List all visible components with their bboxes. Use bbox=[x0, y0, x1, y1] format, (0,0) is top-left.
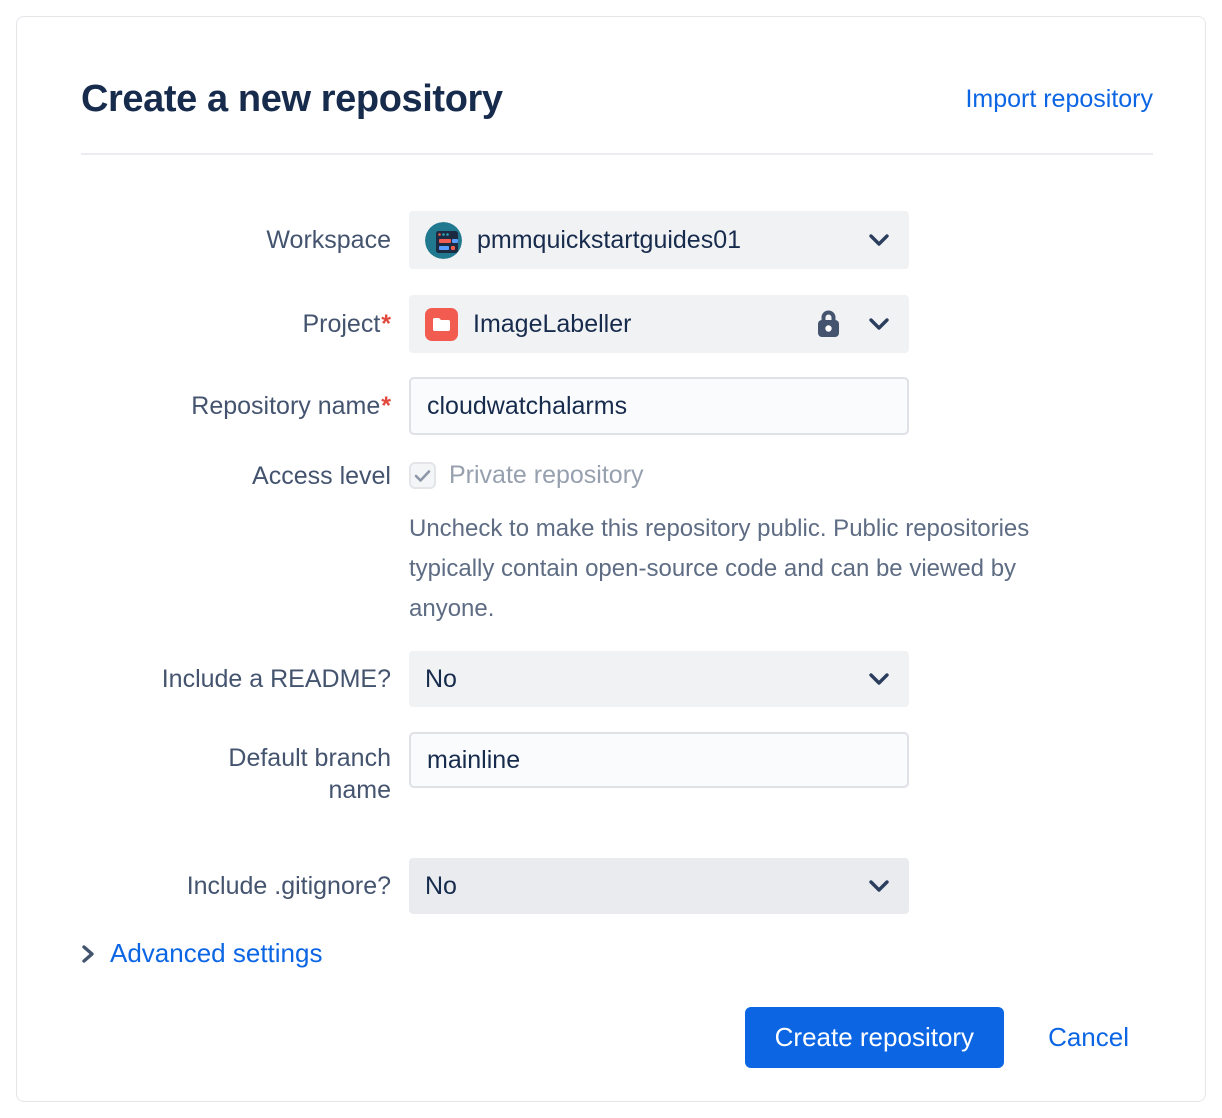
include-readme-row: Include a README? No bbox=[81, 651, 1153, 707]
workspace-row: Workspace pmmquickstartguide bbox=[81, 211, 1153, 269]
advanced-settings-label: Advanced settings bbox=[110, 938, 323, 968]
chevron-down-icon bbox=[867, 232, 891, 248]
create-repository-form: Workspace pmmquickstartguide bbox=[81, 211, 1153, 1068]
project-row: Project* ImageLabeller bbox=[81, 295, 1153, 353]
include-readme-value: No bbox=[425, 664, 457, 693]
include-readme-select[interactable]: No bbox=[409, 651, 909, 707]
create-repository-button[interactable]: Create repository bbox=[744, 1007, 1005, 1068]
lock-icon bbox=[816, 309, 841, 339]
default-branch-input[interactable] bbox=[409, 732, 909, 788]
access-level-row: Access level Private repository Uncheck … bbox=[81, 461, 1153, 629]
chevron-down-icon bbox=[867, 878, 891, 894]
include-gitignore-select[interactable]: No bbox=[409, 858, 909, 914]
private-repository-checkbox[interactable] bbox=[409, 462, 436, 489]
advanced-settings-toggle[interactable]: Advanced settings bbox=[81, 938, 322, 969]
chevron-right-icon bbox=[81, 943, 95, 965]
workspace-label: Workspace bbox=[266, 226, 391, 254]
private-repository-label: Private repository bbox=[449, 461, 644, 489]
create-repository-dialog: Create a new repository Import repositor… bbox=[16, 16, 1206, 1102]
dialog-footer: Create repository Cancel bbox=[81, 1007, 1153, 1068]
header-divider bbox=[81, 153, 1153, 155]
project-folder-icon bbox=[425, 307, 458, 341]
include-gitignore-label: Include .gitignore? bbox=[186, 872, 391, 900]
import-repository-link[interactable]: Import repository bbox=[965, 85, 1153, 113]
project-label: Project* bbox=[302, 310, 391, 338]
default-branch-row: Default branch name bbox=[81, 732, 1153, 806]
access-level-field: Private repository bbox=[409, 461, 1089, 492]
chevron-down-icon bbox=[867, 671, 891, 687]
include-gitignore-value: No bbox=[425, 871, 457, 900]
required-asterisk: * bbox=[381, 310, 391, 338]
repository-name-label: Repository name* bbox=[191, 392, 391, 420]
checkmark-icon bbox=[414, 469, 431, 482]
repository-name-input[interactable] bbox=[409, 377, 909, 435]
required-asterisk: * bbox=[381, 392, 391, 420]
workspace-avatar-icon bbox=[425, 221, 462, 259]
dialog-header: Create a new repository Import repositor… bbox=[81, 75, 1153, 123]
cancel-button[interactable]: Cancel bbox=[1048, 1022, 1129, 1052]
workspace-select[interactable]: pmmquickstartguides01 bbox=[409, 211, 909, 269]
project-select[interactable]: ImageLabeller bbox=[409, 295, 909, 353]
chevron-down-icon bbox=[867, 316, 891, 332]
page-title: Create a new repository bbox=[81, 78, 503, 120]
workspace-value: pmmquickstartguides01 bbox=[477, 225, 742, 254]
access-level-label: Access level bbox=[252, 462, 391, 490]
include-gitignore-row: Include .gitignore? No bbox=[81, 858, 1153, 914]
default-branch-label: Default branch name bbox=[228, 744, 391, 804]
include-readme-label: Include a README? bbox=[161, 665, 391, 693]
repository-name-row: Repository name* bbox=[81, 377, 1153, 435]
access-level-helper-text: Uncheck to make this repository public. … bbox=[409, 515, 1030, 622]
project-value: ImageLabeller bbox=[473, 309, 632, 338]
